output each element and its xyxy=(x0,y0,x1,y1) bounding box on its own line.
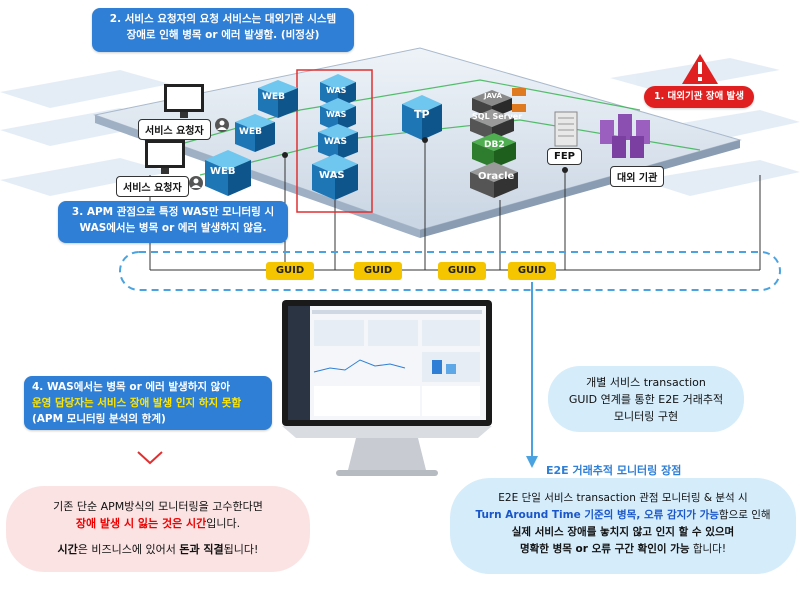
connection-dot xyxy=(282,152,288,158)
left-bottom-line2-tail: 입니다. xyxy=(206,517,241,530)
was-server-cube xyxy=(320,74,356,108)
was-highlight-box xyxy=(296,69,373,213)
guid-tag: GUID xyxy=(438,262,486,280)
callout-3: 3. APM 관점으로 특정 WAS만 모니터링 시 WAS에서는 병목 or … xyxy=(58,201,288,243)
web-server-cube xyxy=(205,150,251,196)
fep-server xyxy=(554,111,578,147)
requester-label: 서비스 요청자 xyxy=(116,176,189,197)
monitor-icon xyxy=(164,84,204,118)
db2-server xyxy=(472,133,516,168)
left-bottom-line3-c: 돈과 직결 xyxy=(179,543,224,556)
java-label: JAVA xyxy=(484,92,502,100)
web-label: WEB xyxy=(210,166,236,177)
callout-2: 2. 서비스 요청자의 요청 서비스는 대외기관 시스템 장애로 인해 병목 o… xyxy=(92,8,354,52)
chevron-down-icon xyxy=(137,451,163,465)
guid-link-bubble: 개별 서비스 transaction GUID 연계를 통한 E2E 거래추적 … xyxy=(548,374,744,425)
web-server-cube xyxy=(258,80,298,118)
left-bottom-bubble: 기존 단순 APM방식의 모니터링을 고수한다면 장애 발생 시 잃는 것은 시… xyxy=(6,498,310,558)
connection-dot xyxy=(422,137,428,143)
tp-label: TP xyxy=(414,108,430,121)
right-bottom-line1: E2E 단일 서비스 transaction 관점 모니터링 & 분석 시 xyxy=(498,492,748,504)
callout-4-line1: 4. WAS에서는 병목 or 에러 발생하지 않아 xyxy=(32,381,230,393)
left-bottom-line2-highlight: 장애 발생 시 잃는 것은 시간 xyxy=(75,517,207,530)
callout-4-line3: (APM 모니터링 분석의 한계) xyxy=(32,413,166,425)
left-bottom-line3-a: 시간 xyxy=(57,543,78,556)
was-server-cube xyxy=(312,154,358,200)
tp-server-cube xyxy=(402,95,442,140)
callout-3-line2: WAS에서는 병목 or 에러 발생하지 않음. xyxy=(79,222,267,234)
fep-label: FEP xyxy=(547,148,582,165)
web-label: WEB xyxy=(239,127,262,137)
external-org-servers xyxy=(600,114,650,158)
alert-icon xyxy=(682,54,718,84)
guid-link-line1: 개별 서비스 transaction xyxy=(586,376,706,389)
left-bottom-line3-b: 은 비즈니스에 있어서 xyxy=(77,543,180,556)
callout-1: 1. 대외기관 장애 발생 xyxy=(644,86,754,108)
right-bottom-line2-tail: 함으로 인해 xyxy=(718,509,771,521)
left-bottom-bubble-bg xyxy=(6,486,310,572)
guid-tag: GUID xyxy=(508,262,556,280)
callout-4-line2: 운영 담당자는 서비스 장애 발생 인지 하지 못함 xyxy=(32,397,242,409)
right-bottom-bubble-bg xyxy=(450,478,796,574)
web-server-cube xyxy=(235,114,275,152)
user-icon xyxy=(215,118,229,132)
left-bottom-line1: 기존 단순 APM방식의 모니터링을 고수한다면 xyxy=(53,500,263,513)
user-icon xyxy=(189,176,203,190)
monitoring-dashboard-monitor xyxy=(282,300,492,476)
requester-label: 서비스 요청자 xyxy=(138,119,211,140)
callout-2-line2: 장애로 인해 병목 or 에러 발생함. (비정상) xyxy=(126,29,320,41)
was-label: WAS xyxy=(326,86,347,95)
right-bottom-line4-tail: 합니다! xyxy=(689,543,727,555)
monitor-icon xyxy=(145,140,185,174)
guid-link-line2: GUID 연계를 통한 E2E 거래추적 xyxy=(568,393,724,406)
connection-dot xyxy=(562,167,568,173)
right-mid-bubble-bg xyxy=(548,366,744,432)
guid-tag: GUID xyxy=(266,262,314,280)
was-server-cube xyxy=(320,98,356,132)
left-bottom-line3-d: 됩니다! xyxy=(223,543,259,556)
was-label: WAS xyxy=(319,170,345,181)
external-org-label: 대외 기관 xyxy=(610,166,665,187)
right-bottom-line4-highlight: 명확한 병목 or 오류 구간 확인이 가능 xyxy=(519,543,690,555)
right-bottom-line3: 실제 서비스 장애를 놓치지 않고 인지 할 수 있으며 xyxy=(511,526,735,538)
db2-label: DB2 xyxy=(484,140,505,150)
was-label: WAS xyxy=(326,110,347,119)
callout-3-line1: 3. APM 관점으로 특정 WAS만 모니터링 시 xyxy=(71,206,275,218)
e2e-benefits-title: E2E 거래추적 모니터링 장점 xyxy=(546,464,682,477)
right-bottom-bubble: E2E 단일 서비스 transaction 관점 모니터링 & 분석 시 Tu… xyxy=(450,490,796,558)
oracle-label: Oracle xyxy=(478,171,515,182)
oracle-server xyxy=(470,162,518,198)
callout-2-line1: 2. 서비스 요청자의 요청 서비스는 대외기관 시스템 xyxy=(109,13,337,25)
callout-4: 4. WAS에서는 병목 or 에러 발생하지 않아 운영 담당자는 서비스 장… xyxy=(24,376,272,430)
guid-tag: GUID xyxy=(354,262,402,280)
was-label: WAS xyxy=(324,137,347,147)
web-label: WEB xyxy=(262,92,285,102)
e2e-arrow xyxy=(526,282,538,468)
sqlserver-label: SQL Server xyxy=(472,112,523,121)
guid-link-line3: 모니터링 구현 xyxy=(613,410,679,423)
right-bottom-line2-highlight: Turn Around Time 기준의 병목, 오류 감지가 가능 xyxy=(475,509,719,521)
was-server-cube xyxy=(318,124,358,160)
guid-dashed-container xyxy=(119,251,781,291)
db-orange-marker xyxy=(512,88,526,112)
